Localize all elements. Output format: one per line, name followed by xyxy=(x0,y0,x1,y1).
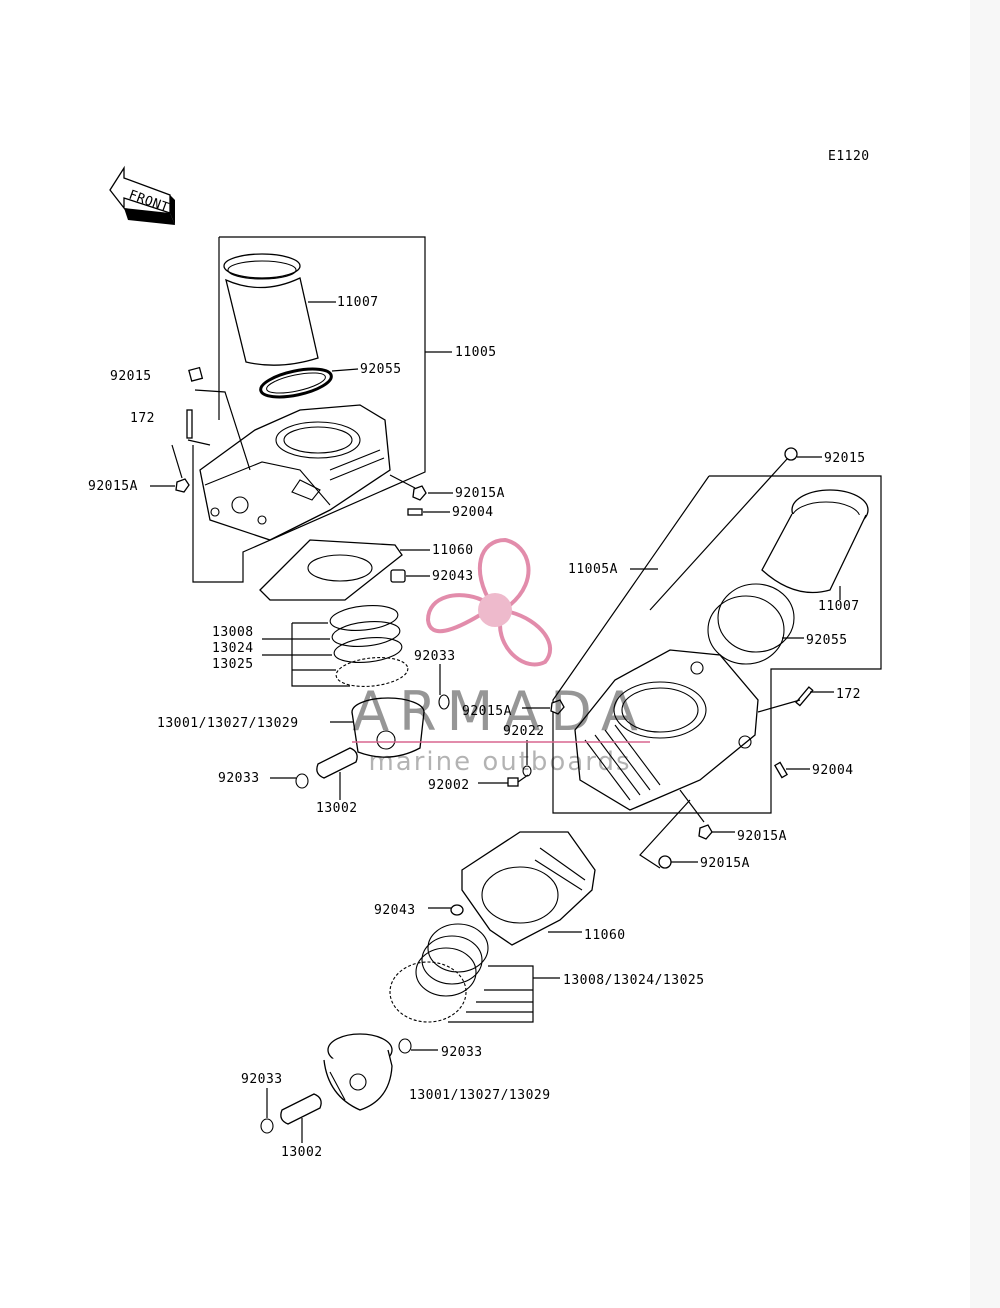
nut-92015A-right xyxy=(389,474,453,501)
label-13001-lower: 13001/13027/13029 xyxy=(409,1088,551,1103)
o-ring-lower xyxy=(707,583,804,665)
piston-upper xyxy=(330,697,425,758)
dowel-92004-upper xyxy=(407,508,450,516)
label-13008-lower: 13008/13024/13025 xyxy=(563,973,705,988)
circlip-lower-b xyxy=(260,1088,274,1134)
piston-rings-upper xyxy=(262,604,409,687)
label-92015A-lower-b: 92015A xyxy=(737,829,787,844)
o-ring-upper xyxy=(259,367,359,399)
dowel-92043-upper xyxy=(390,569,430,583)
nut-92015A-lower-top xyxy=(522,699,565,715)
label-92015A-upper-right: 92015A xyxy=(455,486,505,501)
label-11007-lower: 11007 xyxy=(818,599,860,614)
label-92043-lower: 92043 xyxy=(374,903,416,918)
nut-92015A-left xyxy=(150,444,190,493)
label-13002-upper: 13002 xyxy=(316,801,358,816)
label-92055-lower: 92055 xyxy=(806,633,848,648)
label-13002-lower: 13002 xyxy=(281,1145,323,1160)
label-92015-lower: 92015 xyxy=(824,451,866,466)
cylinder-liner-lower xyxy=(761,489,869,600)
upper-cylinder-group xyxy=(150,236,453,800)
label-92004-upper: 92004 xyxy=(452,505,494,520)
label-92015-upper: 92015 xyxy=(110,369,152,384)
nut-92015A-lower-b xyxy=(679,789,735,840)
label-13024-upper: 13024 xyxy=(212,641,254,656)
watermark-tagline: marine outboards xyxy=(368,747,631,777)
piston-rings-lower xyxy=(389,923,560,1023)
circlip-upper-b xyxy=(270,773,309,789)
label-11060-upper: 11060 xyxy=(432,543,474,558)
cylinder-block-lower xyxy=(574,649,759,811)
nut-92015A-lower-c xyxy=(639,799,698,869)
watermark-brand: ARMADA xyxy=(352,680,648,743)
piston-lower xyxy=(323,1033,393,1111)
circlip-lower-a xyxy=(398,1038,438,1054)
label-13008-upper: 13008 xyxy=(212,625,254,640)
label-92043-upper: 92043 xyxy=(432,569,474,584)
circlip-upper-a xyxy=(438,664,450,710)
page-edge-shade xyxy=(970,0,1000,1308)
label-92015A-upper-left: 92015A xyxy=(88,479,138,494)
dowel-92004-lower xyxy=(774,761,810,779)
label-92033-upper-a: 92033 xyxy=(414,649,456,664)
label-92002: 92002 xyxy=(428,778,470,793)
label-172-upper: 172 xyxy=(130,411,155,426)
upper-labels: 11007 92055 11005 92015 172 92015A 92015… xyxy=(88,295,505,816)
cap-nut-92015-upper xyxy=(188,366,251,471)
label-172-lower: 172 xyxy=(836,687,861,702)
piston-pin-upper xyxy=(316,747,358,800)
label-92033-upper-b: 92033 xyxy=(218,771,260,786)
front-arrow-icon: FRONT xyxy=(109,165,175,225)
piston-pin-lower xyxy=(280,1093,322,1143)
label-92022: 92022 xyxy=(503,724,545,739)
stud-172-upper xyxy=(186,409,211,446)
label-92033-lower-b: 92033 xyxy=(241,1072,283,1087)
label-92055-upper: 92055 xyxy=(360,362,402,377)
stud-172-lower xyxy=(757,686,834,713)
dowel-92043-lower xyxy=(428,904,464,916)
gasket-lower xyxy=(461,831,596,946)
label-92004-lower: 92004 xyxy=(812,763,854,778)
label-11005: 11005 xyxy=(455,345,497,360)
armada-watermark: ARMADA marine outboards xyxy=(352,537,650,777)
gasket-upper xyxy=(259,539,430,601)
cylinder-liner-upper xyxy=(223,253,336,366)
cylinder-block-upper xyxy=(199,404,391,541)
lower-cylinder-group xyxy=(260,447,882,1143)
bolt-92002 xyxy=(478,774,529,787)
label-11007-upper: 11007 xyxy=(337,295,379,310)
propeller-logo-icon xyxy=(425,537,552,667)
lower-labels: 92015 11005A 11007 92055 172 92015A 9202… xyxy=(241,451,866,1160)
label-92015A-lower-top: 92015A xyxy=(462,704,512,719)
label-11060-lower: 11060 xyxy=(584,928,626,943)
label-13001-upper: 13001/13027/13029 xyxy=(157,716,299,731)
diagram-code: E1120 xyxy=(828,149,870,164)
label-92015A-lower-c: 92015A xyxy=(700,856,750,871)
label-11005A: 11005A xyxy=(568,562,618,577)
label-92033-lower-a: 92033 xyxy=(441,1045,483,1060)
label-13025-upper: 13025 xyxy=(212,657,254,672)
cap-nut-92015-lower xyxy=(649,447,822,611)
